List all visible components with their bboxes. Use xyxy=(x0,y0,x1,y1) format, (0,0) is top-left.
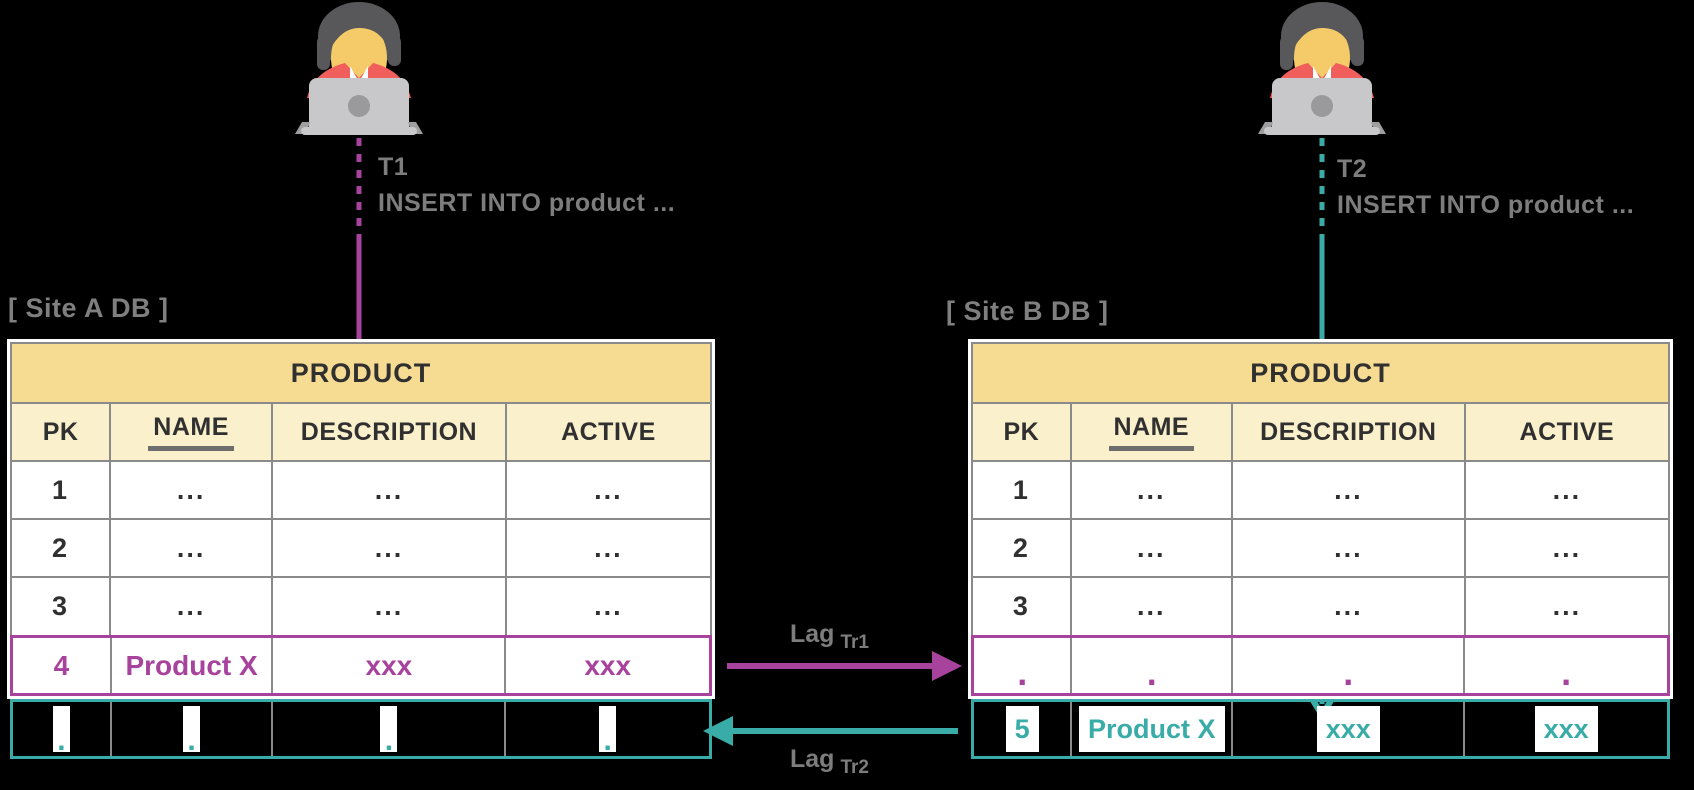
cell-active: ... xyxy=(594,532,623,563)
table-row: 2 ... ... ... xyxy=(12,520,710,578)
cell-active: ... xyxy=(594,474,623,505)
cell-active: xxx xyxy=(1465,702,1667,756)
pending-value: . xyxy=(52,706,70,756)
pending-dot: . xyxy=(1561,652,1572,693)
cell-pk: 2 xyxy=(973,520,1072,576)
cell-pk: 3 xyxy=(973,578,1072,635)
cell-description: . xyxy=(1233,638,1466,693)
cell-pk: 1 xyxy=(12,462,112,518)
cell-name: ... xyxy=(1072,462,1233,518)
lag-subscript: Tr1 xyxy=(840,632,869,653)
site-a-incoming-replicated-row: . . . . xyxy=(10,699,712,759)
insert-statement-b: INSERT INTO product ... xyxy=(1337,191,1635,219)
cell-name: ... xyxy=(1072,578,1233,635)
cell-pk: 1 xyxy=(973,462,1072,518)
cell-active: . xyxy=(1465,638,1667,693)
cell-pk: . xyxy=(13,702,112,756)
inserted-value: xxx xyxy=(1534,706,1598,752)
user-b-laptop-icon xyxy=(1258,2,1386,135)
lag-text: Lag xyxy=(790,620,835,648)
inserted-value: xxx xyxy=(1316,706,1380,752)
table-a-title: PRODUCT xyxy=(12,344,710,404)
cell-active: ... xyxy=(594,591,623,621)
col-header-description: DESCRIPTION xyxy=(273,404,507,460)
cell-pk: . xyxy=(974,638,1073,693)
transaction-t1-label: T1 xyxy=(378,153,409,181)
cell-pk: 5 xyxy=(974,702,1073,756)
lag-text: Lag xyxy=(790,745,835,773)
col-header-active: ACTIVE xyxy=(561,417,656,446)
col-header-active: ACTIVE xyxy=(1519,417,1615,446)
cell-name: . xyxy=(112,702,274,756)
cell-active: . xyxy=(506,702,709,756)
cell-active: ... xyxy=(1552,474,1582,505)
pending-dot: . xyxy=(1017,652,1028,693)
cell-description: xxx xyxy=(273,638,507,693)
cell-active: ... xyxy=(1552,591,1582,621)
table-row: 1 ... ... ... xyxy=(973,462,1668,520)
table-row: 2 ... ... ... xyxy=(973,520,1668,578)
pending-value: . xyxy=(599,706,617,756)
col-header-pk: PK xyxy=(973,404,1072,460)
col-header-name: NAME xyxy=(111,404,274,460)
cell-description: ... xyxy=(273,578,507,635)
site-b-inserted-row-t2: 5 Product X xxx xxx xyxy=(971,699,1670,759)
transaction-t2-label: T2 xyxy=(1337,155,1368,183)
table-row: 3 ... ... ... xyxy=(973,578,1668,635)
cell-name: ... xyxy=(1072,520,1233,576)
table-row: 1 ... ... ... xyxy=(12,462,710,520)
site-a-db-label: [ Site A DB ] xyxy=(8,293,169,323)
cell-description: ... xyxy=(273,520,507,576)
lag-tr1-arrow xyxy=(727,651,962,681)
lag-subscript: Tr2 xyxy=(840,757,869,778)
cell-pk: 2 xyxy=(12,520,112,576)
cell-name: . xyxy=(1072,638,1234,693)
col-header-description: DESCRIPTION xyxy=(1233,404,1466,460)
cell-description: ... xyxy=(273,462,507,518)
cell-description: ... xyxy=(1233,462,1466,518)
col-header-name: NAME xyxy=(1072,404,1233,460)
col-header-pk: PK xyxy=(12,404,112,460)
cell-pk: 4 xyxy=(13,638,112,693)
table-a-inserted-row-t1: 4 Product X xxx xxx xyxy=(10,635,712,696)
table-b-column-headers: PK NAME DESCRIPTION ACTIVE xyxy=(973,404,1668,462)
site-b-pending-row-from-t1: . . . . xyxy=(971,635,1670,696)
insert-statement-a: INSERT INTO product ... xyxy=(378,189,676,217)
cell-description: xxx xyxy=(1233,702,1466,756)
cell-active: ... xyxy=(1552,532,1582,563)
name-underline: NAME xyxy=(1108,413,1195,451)
pending-value: . xyxy=(380,706,398,756)
inserted-value: 5 xyxy=(1005,706,1039,752)
cell-name: ... xyxy=(111,578,274,635)
table-row: 3 ... ... ... xyxy=(12,578,710,635)
table-b-title: PRODUCT xyxy=(973,344,1668,404)
site-b-product-table: PRODUCT PK NAME DESCRIPTION ACTIVE 1 ...… xyxy=(968,339,1673,699)
cell-description: . xyxy=(273,702,507,756)
site-b-db-label: [ Site B DB ] xyxy=(946,296,1109,326)
cell-name: Product X xyxy=(112,638,274,693)
inserted-value: Product X xyxy=(1079,706,1225,752)
cell-name: Product X xyxy=(1072,702,1234,756)
table-a-column-headers: PK NAME DESCRIPTION ACTIVE xyxy=(12,404,710,462)
cell-active: xxx xyxy=(584,649,632,681)
pending-dot: . xyxy=(1343,652,1354,693)
user-a-laptop-icon xyxy=(295,2,423,135)
cell-name: ... xyxy=(111,462,274,518)
pending-dot: . xyxy=(1146,652,1157,693)
pending-value: . xyxy=(183,706,201,756)
lag-tr2-arrow xyxy=(703,716,958,746)
cell-pk: 3 xyxy=(12,578,112,635)
cell-description: ... xyxy=(1233,520,1466,576)
cell-description: ... xyxy=(1233,578,1466,635)
cell-name: ... xyxy=(111,520,274,576)
site-a-product-table: PRODUCT PK NAME DESCRIPTION ACTIVE 1 ...… xyxy=(7,339,715,699)
name-underline: NAME xyxy=(148,413,234,451)
